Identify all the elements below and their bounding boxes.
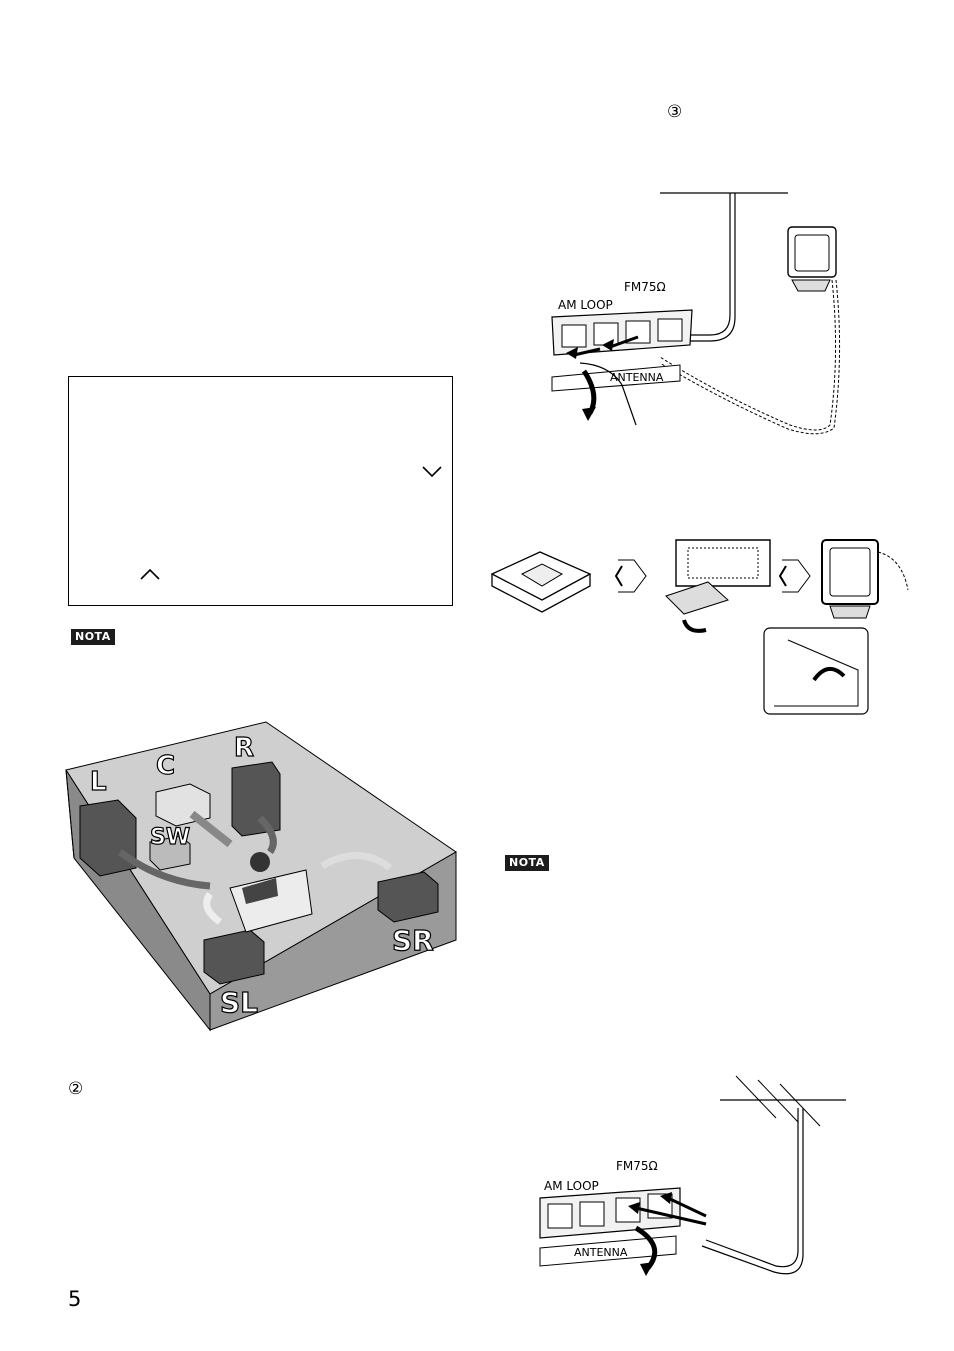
speaker-label-sl: SL bbox=[220, 986, 258, 1019]
am-fm-antenna-connection-illustration: AM LOOP FM75Ω ANTENNA bbox=[551, 192, 841, 435]
speaker-label-l: L bbox=[90, 767, 107, 797]
am-loop-label-top: AM LOOP bbox=[558, 298, 613, 312]
chevron-up-icon bbox=[140, 568, 160, 580]
outdoor-fm-antenna-illustration: AM LOOP FM75Ω ANTENNA bbox=[539, 1075, 846, 1276]
step-3-marker: ③ bbox=[667, 102, 683, 122]
page-number: 5 bbox=[68, 1287, 82, 1311]
antenna-label-bottom: ANTENNA bbox=[574, 1246, 628, 1259]
fm-label-top: FM75Ω bbox=[624, 280, 666, 294]
speaker-label-sw: SW bbox=[150, 825, 190, 850]
antenna-label-top: ANTENNA bbox=[610, 371, 664, 384]
chevron-down-icon bbox=[422, 466, 442, 478]
nota-label-left: NOTA bbox=[71, 629, 115, 645]
note-box bbox=[68, 376, 453, 606]
speaker-label-sr: SR bbox=[392, 924, 434, 957]
speaker-placement-diagram: L C R SW SL SR bbox=[65, 721, 457, 1032]
speaker-label-r: R bbox=[234, 733, 254, 763]
step-2-marker: ② bbox=[68, 1079, 84, 1099]
am-loop-assembly-illustration bbox=[490, 539, 909, 715]
speaker-label-c: C bbox=[156, 751, 175, 781]
am-loop-label-bottom: AM LOOP bbox=[544, 1179, 599, 1193]
nota-label-right: NOTA bbox=[505, 855, 549, 871]
fm-label-bottom: FM75Ω bbox=[616, 1159, 658, 1173]
